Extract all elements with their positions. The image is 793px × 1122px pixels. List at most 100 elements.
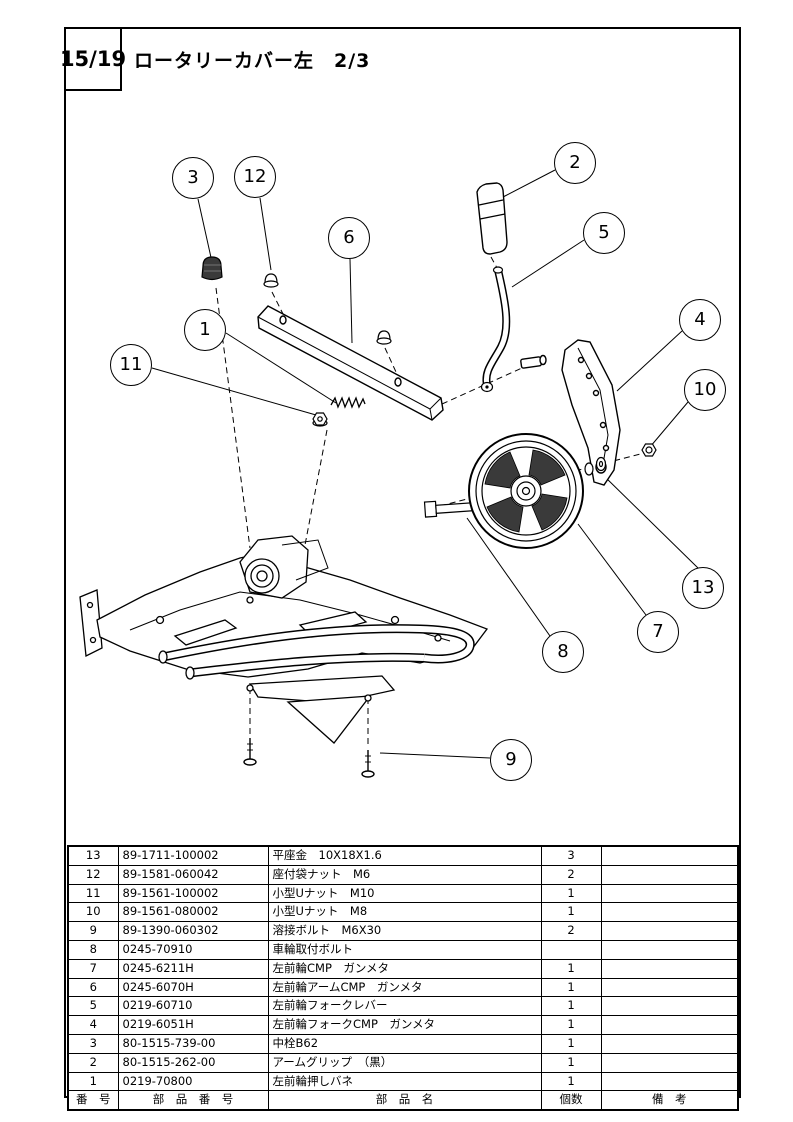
- part-flange-cap-nut: [263, 273, 392, 345]
- part-arm-tube: [257, 305, 444, 421]
- table-cell: 座付袋ナット M6: [267, 864, 542, 885]
- table-cell: 1: [540, 1033, 602, 1054]
- wheel-spoke-cutouts: [484, 449, 568, 533]
- table-cell: 7: [67, 958, 119, 979]
- table-cell: [600, 864, 739, 885]
- table-cell: 1: [540, 958, 602, 979]
- table-cell: 1: [540, 996, 602, 1017]
- table-cell: 5: [67, 996, 119, 1017]
- table-cell: 平座金 10X18X1.6: [267, 845, 542, 866]
- table-cell: 中栓B62: [267, 1033, 542, 1054]
- page-number: 15/19: [59, 47, 127, 71]
- table-cell: 1: [540, 1015, 602, 1035]
- table-cell: [600, 977, 739, 998]
- table-cell: 1: [540, 1052, 602, 1073]
- table-cell: 0245-70910: [117, 939, 269, 960]
- table-cell: 3: [67, 1033, 119, 1054]
- table-header-row: 番 号部 品 番 号部 品 名個数備 考: [67, 1090, 739, 1111]
- part-u-nut-m10: [312, 412, 328, 427]
- header-cell: 部 品 名: [267, 1090, 542, 1111]
- part-wheel: [468, 433, 584, 549]
- table-cell: 89-1390-060302: [117, 921, 269, 941]
- page-number-box: 15/19: [60, 27, 126, 91]
- table-cell: 左前輪アームCMP ガンメタ: [267, 977, 542, 998]
- table-cell: 0219-70800: [117, 1071, 269, 1092]
- part-u-nut-m8: [641, 443, 657, 457]
- part-fork: [520, 339, 621, 486]
- table-cell: 溶接ボルト M6X30: [267, 921, 542, 941]
- table-cell: 3: [540, 845, 602, 866]
- table-cell: 左前輪CMP ガンメタ: [267, 958, 542, 979]
- table-cell: 13: [67, 845, 119, 866]
- part-plug-cap: [201, 256, 223, 281]
- header-cell: 番 号: [67, 1090, 119, 1111]
- part-washers: [584, 456, 607, 476]
- table-cell: [600, 1033, 739, 1054]
- table-cell: 2: [540, 921, 602, 941]
- table-cell: 4: [67, 1015, 119, 1035]
- table-cell: [600, 1071, 739, 1092]
- table-cell: 89-1711-100002: [117, 845, 269, 866]
- table-cell: 6: [67, 977, 119, 998]
- table-cell: 1: [540, 902, 602, 923]
- table-cell: 2: [67, 1052, 119, 1073]
- table-cell: [600, 939, 739, 960]
- table-cell: 車輪取付ボルト: [267, 939, 542, 960]
- table-cell: [600, 996, 739, 1017]
- table-cell: [600, 958, 739, 979]
- table-cell: [600, 921, 739, 941]
- table-cell: 1: [67, 1071, 119, 1092]
- table-cell: 12: [67, 864, 119, 885]
- table-cell: 小型Uナット M8: [267, 902, 542, 923]
- header-cell: 部 品 番 号: [117, 1090, 269, 1111]
- table-cell: 左前輪フォークレバー: [267, 996, 542, 1017]
- table-cell: 1: [540, 883, 602, 904]
- table-cell: 左前輪押しバネ: [267, 1071, 542, 1092]
- table-cell: 2: [540, 864, 602, 885]
- part-fork-lever: [480, 266, 511, 393]
- table-cell: 11: [67, 883, 119, 904]
- part-rotary-cover-body: [79, 535, 489, 744]
- drawing-title: ロータリーカバー左 2/3: [134, 50, 371, 72]
- table-cell: [600, 883, 739, 904]
- table-cell: [600, 1015, 739, 1035]
- table-cell: 89-1561-100002: [117, 883, 269, 904]
- table-cell: [600, 902, 739, 923]
- table-cell: 89-1581-060042: [117, 864, 269, 885]
- table-cell: 89-1561-080002: [117, 902, 269, 923]
- part-weld-bolts: [243, 738, 375, 778]
- table-cell: 0245-6070H: [117, 977, 269, 998]
- header-cell: 備 考: [600, 1090, 739, 1111]
- table-cell: [600, 1052, 739, 1073]
- table-cell: [600, 845, 739, 866]
- part-push-spring: [330, 396, 366, 409]
- leader-lines: [151, 169, 699, 759]
- table-cell: 80-1515-739-00: [117, 1033, 269, 1054]
- table-cell: 8: [67, 939, 119, 960]
- part-pivot-bolt: [520, 354, 547, 369]
- table-cell: 0219-6051H: [117, 1015, 269, 1035]
- table-cell: 1: [540, 1071, 602, 1092]
- header-cell: 個数: [540, 1090, 602, 1111]
- table-cell: 80-1515-262-00: [117, 1052, 269, 1073]
- table-cell: 0245-6211H: [117, 958, 269, 979]
- table-cell: [540, 939, 602, 960]
- table-cell: 左前輪フォークCMP ガンメタ: [267, 1015, 542, 1035]
- part-arm-grip: [476, 182, 508, 255]
- table-cell: アームグリップ （黒）: [267, 1052, 542, 1073]
- table-cell: 0219-60710: [117, 996, 269, 1017]
